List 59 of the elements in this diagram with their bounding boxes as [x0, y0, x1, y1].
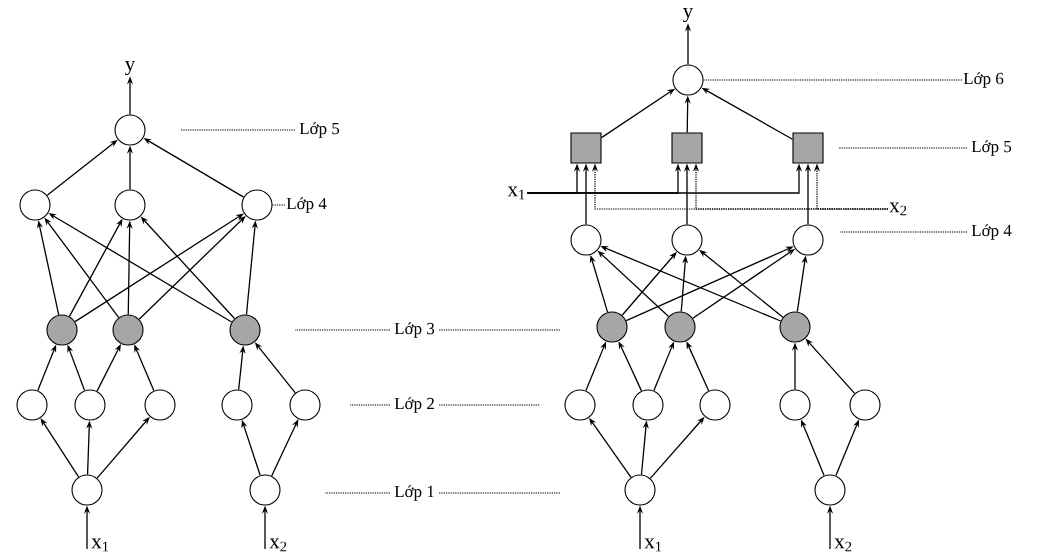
neuron-circle [814, 474, 846, 506]
leader-line [438, 492, 561, 494]
leader-line [294, 329, 391, 331]
signal-label: y [125, 60, 136, 76]
leader-line [179, 129, 296, 131]
leader-line [837, 147, 968, 149]
layer-label: Lớp 2 [394, 397, 434, 413]
neuron-circle [16, 389, 48, 421]
neuron-circle [672, 64, 704, 96]
neuron-circle [221, 389, 253, 421]
neuron-circle [699, 389, 731, 421]
leader-line [324, 492, 391, 494]
layer-label: Lớp 6 [963, 72, 1004, 88]
neuron-circle [46, 314, 78, 346]
leader-line [438, 404, 541, 406]
signal-label: x$_{1}$ [91, 538, 109, 552]
layer-label: Lớp 3 [394, 322, 435, 338]
neuron-circle [114, 114, 146, 146]
neuron-square [570, 132, 602, 164]
neuron-circle [19, 189, 51, 221]
neuron-circle [564, 389, 596, 421]
signal-label: x$_{2}$ [889, 202, 907, 216]
leader-line [839, 231, 968, 233]
layer-label: Lớp 5 [971, 140, 1012, 156]
neuron-circle [632, 389, 664, 421]
neuron-circle [570, 224, 602, 256]
neuron-circle [241, 189, 273, 221]
neuron-circle [289, 389, 321, 421]
neuron-circle [779, 311, 811, 343]
neuron-circle [624, 474, 656, 506]
neuron-circle [849, 389, 881, 421]
neuron-circle [114, 189, 146, 221]
neuron-circle [144, 389, 176, 421]
signal-label: x$_{2}$ [269, 538, 287, 552]
signal-label: x$_{2}$ [834, 538, 852, 552]
layer-label: Lớp 1 [394, 485, 434, 501]
neuron-circle [249, 474, 281, 506]
neuron-circle [792, 224, 824, 256]
signal-label: x$_{1}$ [644, 538, 662, 552]
layer-label: Lớp 4 [971, 224, 1012, 240]
leader-line [349, 404, 391, 406]
arrow [40, 418, 80, 478]
neuron-circle [779, 389, 811, 421]
signal-label: y [683, 7, 694, 23]
leader-line [438, 329, 561, 331]
neuron-square [671, 132, 703, 164]
neuron-square [792, 132, 824, 164]
layer-label: Lớp 5 [299, 122, 340, 138]
neuron-circle [71, 474, 103, 506]
leader-line [702, 79, 963, 81]
neuron-circle [596, 311, 628, 343]
neuron-circle [664, 311, 696, 343]
neuron-circle [112, 314, 144, 346]
leader-line [271, 204, 286, 206]
neuron-circle [671, 224, 703, 256]
layer-label: Lớp 4 [286, 197, 327, 213]
neuron-circle [229, 314, 261, 346]
neuron-circle [74, 389, 106, 421]
signal-label: x$_{1}$ [507, 186, 525, 200]
